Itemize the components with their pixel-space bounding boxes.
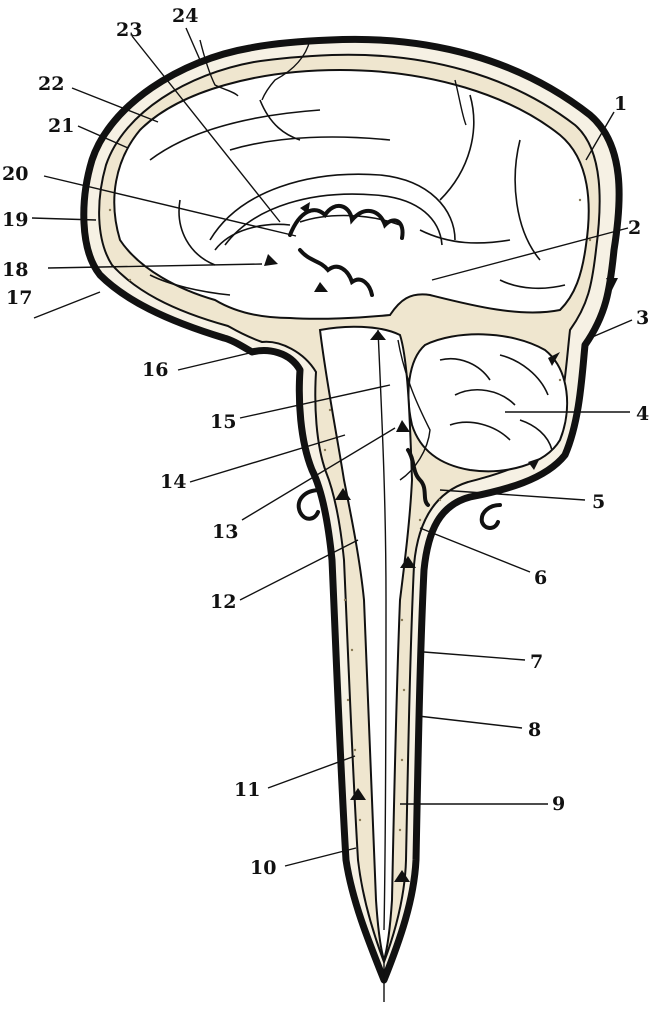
csf-flow-arrows (264, 202, 618, 882)
label-4: 4 (636, 403, 649, 425)
label-10: 10 (250, 857, 276, 879)
spinal-root-right (479, 503, 502, 530)
label-24: 24 (172, 5, 198, 27)
choroid-plexus-lateral (298, 248, 374, 297)
number-labels: 1 2 3 4 5 6 7 8 9 10 11 12 13 14 15 16 1… (2, 5, 649, 879)
label-8: 8 (528, 719, 541, 741)
csf-stipple (108, 198, 592, 832)
label-16: 16 (142, 359, 168, 381)
sulci (149, 94, 566, 296)
label-14: 14 (160, 471, 186, 493)
spinal-root-left (296, 488, 322, 521)
choroid-plexus-fourth-ventricle (406, 448, 430, 507)
cerebellar-folia (439, 354, 553, 451)
venous-branches (199, 39, 467, 126)
label-12: 12 (210, 591, 236, 613)
leader-lines (31, 27, 633, 867)
label-2: 2 (628, 217, 641, 239)
corpus-callosum-inner (224, 193, 443, 246)
label-1: 1 (614, 93, 627, 115)
label-19: 19 (2, 209, 28, 231)
label-17: 17 (6, 287, 32, 309)
brainstem-and-spinal-cord (318, 325, 414, 964)
label-3: 3 (636, 307, 649, 329)
cerebellum (407, 333, 569, 473)
label-11: 11 (234, 779, 260, 801)
label-6: 6 (534, 567, 547, 589)
label-18: 18 (2, 259, 28, 281)
central-canal (377, 329, 387, 931)
choroid-plexus-third-ventricle (288, 204, 405, 240)
label-5: 5 (592, 491, 605, 513)
label-15: 15 (210, 411, 236, 433)
label-13: 13 (212, 521, 238, 543)
label-20: 20 (2, 163, 28, 185)
label-9: 9 (552, 793, 565, 815)
label-23: 23 (116, 19, 142, 41)
corpus-callosum (209, 173, 456, 241)
label-21: 21 (48, 115, 74, 137)
label-22: 22 (38, 73, 64, 95)
label-7: 7 (530, 651, 543, 673)
